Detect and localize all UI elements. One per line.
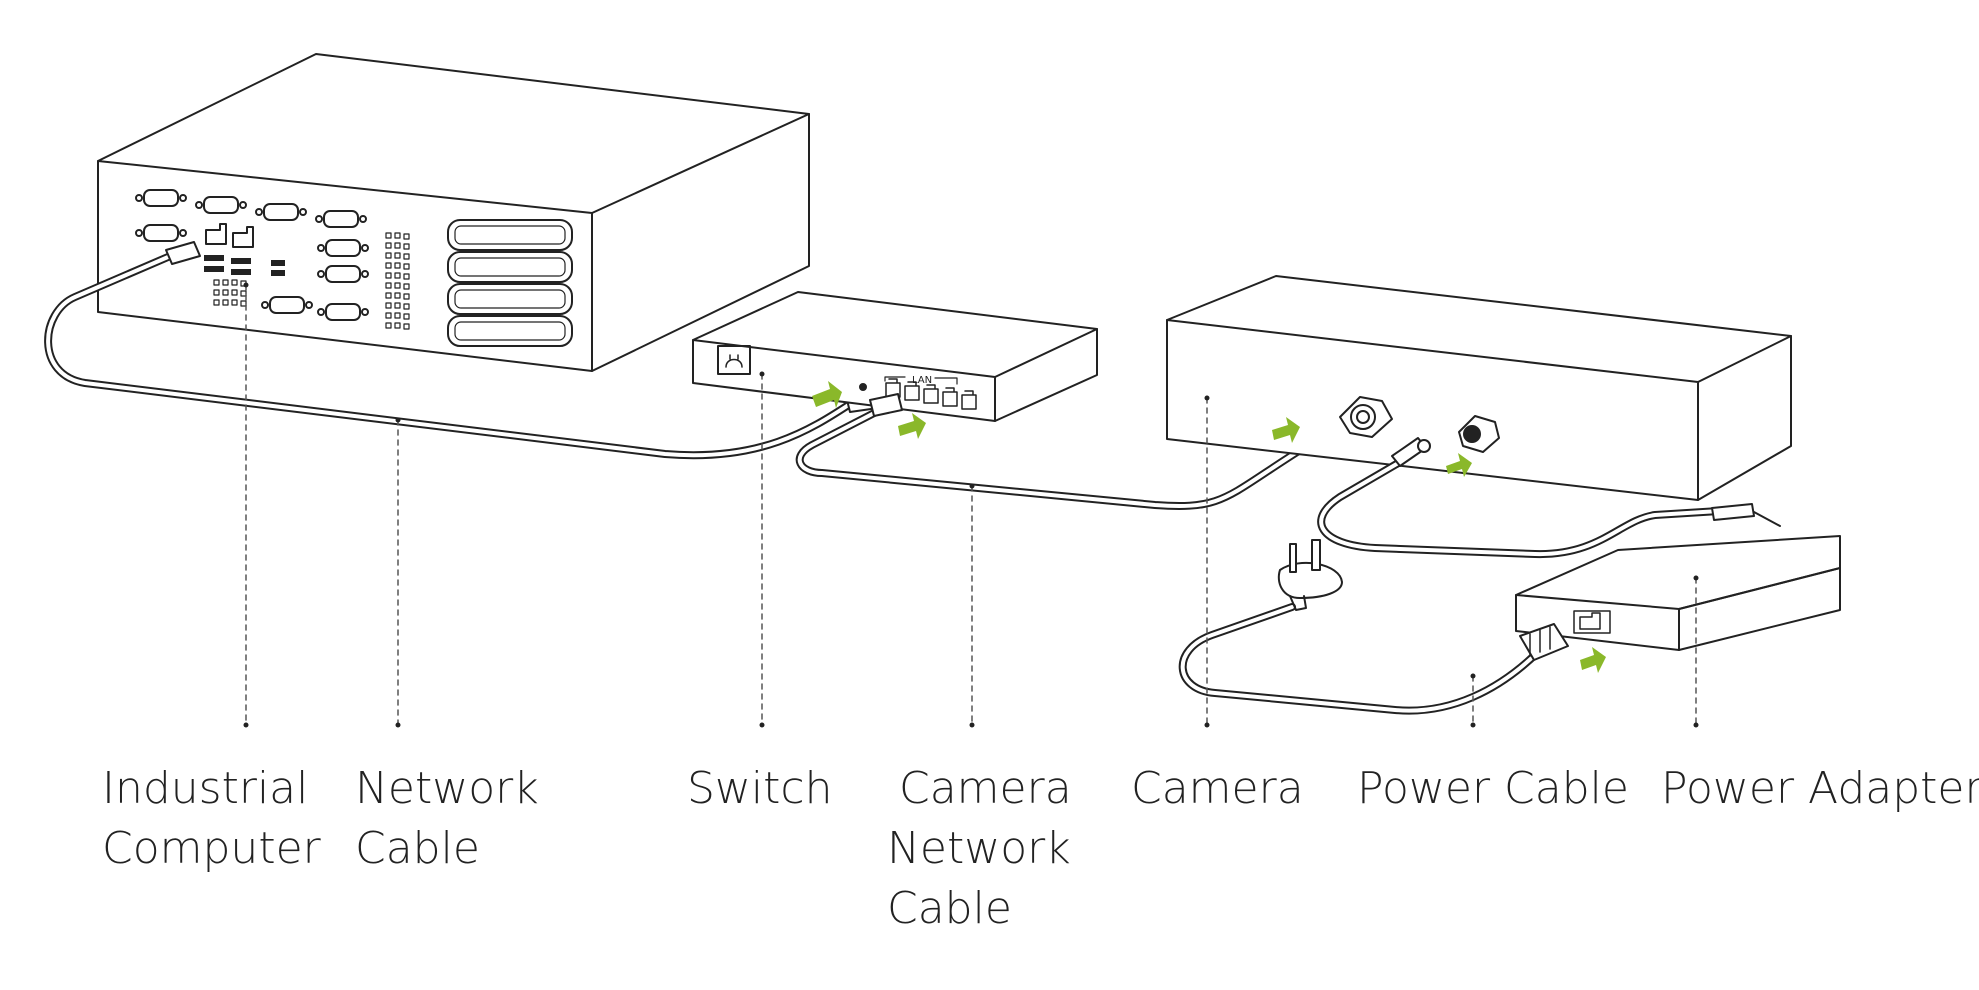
power-socket-icon bbox=[717, 345, 751, 375]
vent-grid bbox=[385, 232, 410, 330]
ethernet-port-icon bbox=[205, 223, 254, 248]
power-cable bbox=[1178, 539, 1569, 715]
industrial-computer bbox=[97, 53, 810, 372]
label-power-cable: Power Cable bbox=[1357, 763, 1629, 814]
arrow-icon bbox=[1272, 417, 1300, 443]
serial-port-icon bbox=[135, 189, 369, 321]
label-camera-network-cable: Camera Network Cable bbox=[887, 763, 1072, 934]
label-industrial-computer: Industrial Computer bbox=[102, 763, 321, 874]
label-camera: Camera bbox=[1131, 763, 1304, 814]
network-switch: LAN bbox=[692, 291, 1098, 422]
vent-grid bbox=[213, 279, 247, 307]
plug-icon bbox=[1277, 539, 1343, 611]
connector-plug bbox=[869, 393, 903, 417]
io-connector-block bbox=[447, 219, 573, 347]
camera bbox=[1166, 275, 1792, 501]
connector-plug bbox=[165, 241, 201, 265]
arrow-icon bbox=[812, 381, 842, 408]
label-power-adapter: Power Adapter bbox=[1661, 763, 1979, 814]
camera-port-icon bbox=[1339, 396, 1393, 438]
leader-lines bbox=[245, 284, 1697, 726]
label-network-cable: Network Cable bbox=[355, 763, 539, 874]
arrow-icon bbox=[1580, 647, 1606, 673]
usb-port-icon bbox=[204, 255, 285, 276]
power-socket-icon bbox=[1573, 610, 1611, 634]
arrow-icon bbox=[898, 413, 926, 439]
ethernet-port-icon bbox=[884, 376, 977, 410]
lan-port-label: LAN bbox=[912, 375, 932, 386]
leader-dots bbox=[243, 282, 1699, 728]
label-switch: Switch bbox=[687, 763, 833, 814]
arrow-icon bbox=[1446, 453, 1472, 477]
camera-power-cable bbox=[1317, 437, 1781, 559]
power-port-icon bbox=[1458, 415, 1500, 453]
c13-connector-icon bbox=[1519, 623, 1569, 661]
connection-arrows bbox=[812, 381, 1606, 673]
